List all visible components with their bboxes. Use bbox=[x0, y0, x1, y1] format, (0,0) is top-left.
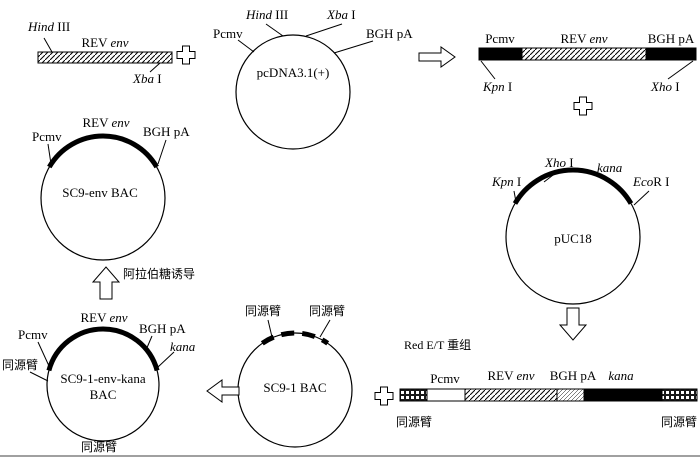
enzyme-number: I bbox=[565, 155, 574, 170]
enzyme-name: Kpn bbox=[492, 174, 514, 189]
fragment-rev-env-label: REV env bbox=[81, 35, 129, 51]
sc91-homology-arm-left-label: 同源臂 bbox=[244, 304, 282, 318]
sc91-homology-arm-right-label: 同源臂 bbox=[308, 304, 346, 318]
gene-prefix: REV bbox=[82, 115, 112, 130]
enzyme-name: Hind bbox=[28, 19, 54, 34]
plus-icon bbox=[374, 386, 394, 406]
pcdna-leader-lines bbox=[237, 23, 374, 54]
enzyme-name: Hind bbox=[246, 7, 272, 22]
sc91ek-kana-label: kana bbox=[170, 339, 196, 355]
gene-name: kana bbox=[170, 339, 196, 354]
pcdna-plasmid-name: pcDNA3.1(+) bbox=[256, 65, 330, 80]
arrow-right-icon bbox=[418, 46, 456, 68]
sc91-bac-name: SC9-1 BAC bbox=[263, 380, 327, 395]
enzyme-name: Xho bbox=[545, 155, 566, 170]
enzyme-number: I bbox=[671, 79, 680, 94]
gene-prefix: REV bbox=[487, 368, 517, 383]
sc91ek-homology-arm-bottom-label: 同源臂 bbox=[80, 440, 118, 454]
sc91-homology-arm-arc bbox=[260, 330, 330, 346]
construct1-kpn1-label: Kpn I bbox=[483, 79, 513, 95]
puc18-plasmid-name: pUC18 bbox=[554, 231, 592, 246]
sc91ek-pcmv-label: Pcmv bbox=[18, 327, 48, 342]
puc18-kpn1-label: Kpn I bbox=[492, 174, 522, 190]
enzyme-name: Eco bbox=[633, 174, 654, 189]
plus-icon bbox=[573, 96, 593, 116]
gene-name: kana bbox=[597, 160, 623, 175]
pcdna-bghpa-label: BGH pA bbox=[366, 26, 413, 41]
sc9env-rev-env-label: REV env bbox=[82, 115, 130, 131]
arrow-up-icon bbox=[91, 266, 121, 300]
puc18-kana-arc bbox=[512, 167, 634, 205]
enzyme-number: I bbox=[153, 71, 162, 86]
construct2-homology-arm-left-label: 同源臂 bbox=[395, 415, 433, 429]
fragment-hind3-label: Hind III bbox=[28, 19, 71, 35]
hind3-leader-line bbox=[43, 37, 53, 53]
enzyme-number: III bbox=[54, 19, 71, 34]
enzyme-number: I bbox=[347, 7, 356, 22]
construct1-rev-env-label: REV env bbox=[560, 31, 608, 47]
sc9-env-leader-lines bbox=[47, 139, 167, 165]
enzyme-name: Xba bbox=[133, 71, 154, 86]
sc9-env-insert-arc bbox=[47, 133, 159, 169]
arabinose-induction-label: 阿拉伯糖诱导 bbox=[123, 267, 196, 281]
construct1-pcmv-label: Pcmv bbox=[485, 31, 515, 46]
kpn1-leader-line bbox=[480, 60, 496, 80]
puc18-ecor1-label: EcoR I bbox=[633, 174, 670, 190]
construct2-pcmv-label: Pcmv bbox=[430, 371, 460, 386]
arrow-down-icon bbox=[558, 307, 588, 341]
fragment-xba1-label: Xba I bbox=[133, 71, 162, 87]
sc91ek-rev-env-label: REV env bbox=[80, 310, 128, 326]
sc9env-pcmv-label: Pcmv bbox=[32, 129, 62, 144]
plus-icon bbox=[176, 45, 196, 65]
sc9env-bac-name: SC9-env BAC bbox=[62, 185, 138, 200]
enzyme-number: III bbox=[272, 7, 289, 22]
gene-name: env bbox=[109, 310, 128, 325]
construct2-bar bbox=[399, 388, 698, 402]
red-et-recombination-label: Red E/T 重组 bbox=[404, 338, 472, 352]
gene-name: env bbox=[110, 35, 129, 50]
puc18-kana-label: kana bbox=[597, 160, 623, 176]
puc18-leader-lines bbox=[513, 171, 650, 206]
sc9env-bghpa-label: BGH pA bbox=[143, 124, 190, 139]
sc91ek-bac-name-line1: SC9-1-env-kana bbox=[60, 371, 146, 386]
sc91ek-bac-name-line2: BAC bbox=[89, 387, 117, 402]
enzyme-number: I bbox=[513, 174, 522, 189]
sc91ek-homology-arm-left-label: 同源臂 bbox=[2, 358, 39, 372]
construct1-bar bbox=[478, 47, 697, 61]
gene-name: env bbox=[589, 31, 608, 46]
rev-env-fragment-bar bbox=[37, 51, 173, 64]
gene-name: kana bbox=[608, 368, 634, 383]
pcdna-xba1-label: Xba I bbox=[327, 7, 356, 23]
pcdna-hind3-label: Hind III bbox=[246, 7, 289, 23]
enzyme-name: Kpn bbox=[483, 79, 505, 94]
sc91ek-bghpa-label: BGH pA bbox=[139, 321, 186, 336]
enzyme-name: Xba bbox=[327, 7, 348, 22]
gene-prefix: REV bbox=[80, 310, 110, 325]
arrow-left-icon bbox=[206, 379, 240, 403]
enzyme-number: I bbox=[504, 79, 513, 94]
pcdna-pcmv-label: Pcmv bbox=[213, 26, 243, 41]
enzyme-number: R I bbox=[653, 174, 670, 189]
construct2-bghpa-label: BGH pA bbox=[549, 368, 597, 383]
gene-prefix: REV bbox=[560, 31, 590, 46]
sc91-leader-lines bbox=[267, 319, 331, 338]
construct2-kana-label: kana bbox=[608, 368, 634, 384]
gene-prefix: REV bbox=[81, 35, 111, 50]
construct1-xho1-label: Xho I bbox=[651, 79, 680, 95]
puc18-xho1-label: Xho I bbox=[545, 155, 574, 171]
sc91-env-kana-leader-lines bbox=[29, 335, 175, 382]
enzyme-name: Xho bbox=[651, 79, 672, 94]
construct1-bghpa-label: BGH pA bbox=[647, 31, 695, 46]
construct2-homology-arm-right-label: 同源臂 bbox=[660, 415, 698, 429]
xho1-leader-line bbox=[667, 60, 694, 80]
gene-name: env bbox=[111, 115, 130, 130]
sc91-env-kana-insert-arc bbox=[46, 326, 160, 372]
xba1-leader-line bbox=[149, 62, 161, 73]
pcdna-plasmid-circle bbox=[235, 34, 351, 150]
gene-name: env bbox=[516, 368, 535, 383]
construct2-rev-env-label: REV env bbox=[487, 368, 535, 384]
